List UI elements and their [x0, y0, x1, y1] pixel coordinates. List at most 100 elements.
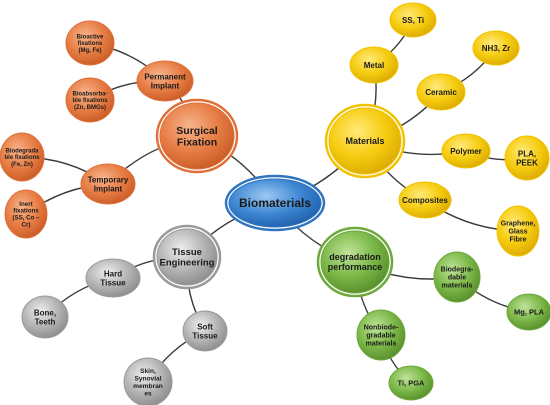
node-label-line: PEEK: [516, 158, 538, 167]
node-label-line: Inert: [19, 201, 32, 208]
node-label-composites: Composites: [402, 196, 448, 205]
node-label-line: (Mg, Fe): [79, 48, 102, 54]
node-shape-nonbiodegradable: [356, 309, 406, 361]
node-shape-temporary: [80, 163, 136, 205]
node-label-line: Biodegrada: [5, 148, 39, 154]
node-label-ss-ti: SS, Ti: [402, 16, 424, 25]
node-label-line: Synovial: [134, 376, 161, 383]
node-label-line: dable: [448, 274, 466, 281]
node-label-line: Surgical: [176, 125, 218, 137]
node-label-ti-pga: Ti, PGA: [398, 379, 426, 388]
node-shape-ceramic: [416, 73, 466, 111]
node-label-line: Soft: [197, 322, 213, 331]
node-ss-ti: SS, Ti: [389, 2, 437, 38]
node-label-line: Implant: [151, 81, 180, 90]
node-label-line: SS, Ti: [402, 16, 424, 25]
node-label-line: Composites: [402, 196, 448, 205]
node-label-line: Tissue: [192, 331, 218, 340]
node-shape-inert: [4, 189, 48, 239]
node-label-line: Bioabsorba-: [72, 91, 107, 97]
node-label-ceramic: Ceramic: [425, 88, 457, 97]
node-label-line: PLA,: [518, 149, 536, 158]
node-label-line: Mg, PLA: [514, 308, 545, 317]
node-label-line: Glass: [508, 228, 527, 235]
node-shape-nh3-zr: [472, 30, 520, 66]
node-label-line: Polymer: [450, 147, 482, 156]
node-label-line: es: [144, 390, 152, 397]
node-shape-metal: [349, 46, 399, 84]
node-label-metal: Metal: [364, 61, 384, 70]
node-label-line: ble fixations: [4, 155, 40, 161]
node-composites: Composites: [398, 181, 452, 219]
node-label-line: performance: [328, 262, 383, 272]
node-label-line: Implant: [94, 184, 123, 193]
node-label-mg-pla: Mg, PLA: [514, 308, 545, 317]
node-shape-pla-peek: [504, 135, 550, 181]
node-shape-hard: [85, 258, 141, 298]
node-shape-biodegradable-fix: [0, 132, 45, 182]
node-label-materials: Materials: [345, 136, 384, 146]
node-label-nh3-zr: NH3, Zr: [482, 44, 510, 53]
node-shape-skin: [123, 357, 173, 405]
node-shape-composites: [398, 181, 452, 219]
node-label-line: fixations: [78, 41, 103, 47]
node-label-line: Biodegra-: [441, 267, 474, 274]
node-label-line: ble fixations: [72, 98, 108, 104]
node-label-line: materials: [442, 282, 473, 289]
node-label-pla-peek: PLA,PEEK: [516, 149, 538, 167]
node-label-line: Ceramic: [425, 88, 457, 97]
node-shape-permanent: [136, 60, 194, 102]
node-polymer: Polymer: [441, 133, 491, 169]
node-label-line: (SS, Co –: [12, 215, 40, 222]
node-materials: Materials: [324, 103, 406, 179]
node-label-line: Skin,: [140, 368, 156, 375]
node-shape-ti-pga: [388, 365, 434, 401]
node-shape-surgical: [159, 102, 235, 170]
node-shape-bioactive: [65, 20, 115, 66]
node-label-line: fixations: [13, 208, 39, 215]
node-label-line: Tissue: [172, 247, 202, 258]
node-shape-degradation: [320, 230, 390, 294]
node-shape-materials: [328, 107, 402, 175]
node-label-line: Materials: [345, 136, 384, 146]
node-mg-pla: Mg, PLA: [506, 293, 550, 331]
node-label-line: gradable: [366, 332, 395, 339]
node-label-center: Biomaterials: [239, 196, 311, 210]
node-shape-polymer: [441, 133, 491, 169]
node-bone: Bone,Teeth: [21, 295, 69, 339]
node-label-line: (Fe, Zn): [11, 162, 33, 168]
node-label-line: Fixation: [177, 137, 217, 149]
node-nh3-zr: NH3, Zr: [472, 30, 520, 66]
node-shape-soft: [182, 310, 228, 352]
node-label-line: Ti, PGA: [398, 379, 426, 388]
node-label-line: membran: [133, 383, 163, 390]
node-shape-graphene: [496, 205, 540, 257]
node-label-line: Bone,: [34, 308, 56, 317]
node-label-line: Graphene,: [501, 221, 536, 228]
node-ceramic: Ceramic: [416, 73, 466, 111]
